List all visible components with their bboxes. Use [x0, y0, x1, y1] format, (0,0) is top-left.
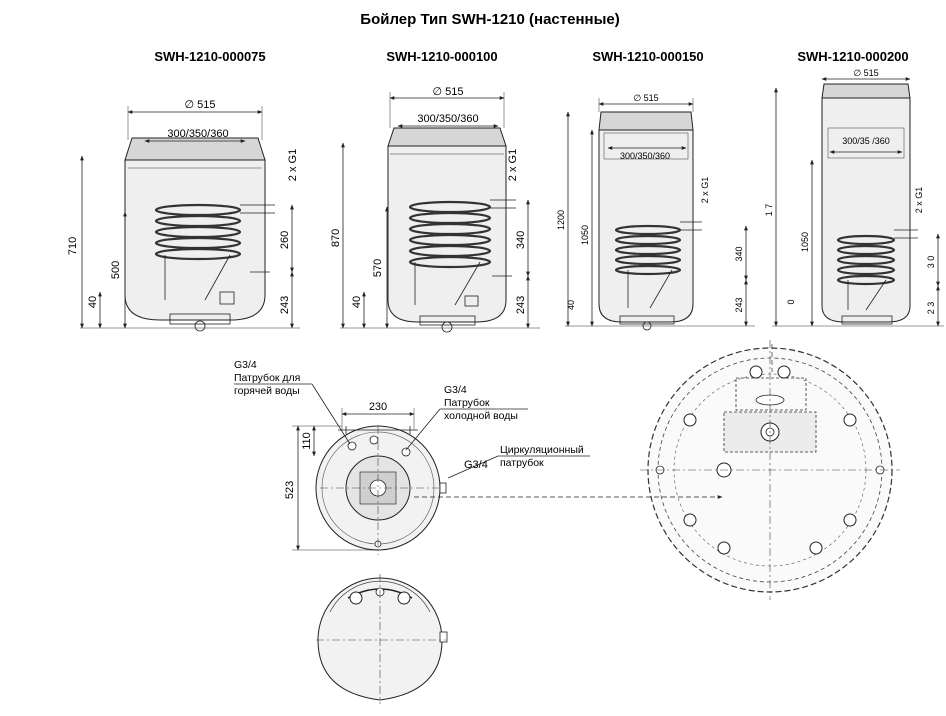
- tank-150-coil-height: 340: [734, 246, 744, 261]
- tank-75-span: 300/350/360: [167, 128, 228, 140]
- tank-200-bottom: 0: [786, 299, 796, 304]
- tank-75-bottom: 40: [87, 296, 99, 308]
- plan-view: 230 110 523 G3/4 Патрубок для горячей во…: [234, 359, 590, 555]
- circ-size: G3/4: [464, 459, 488, 471]
- circ-label-line2: патрубок: [500, 457, 544, 469]
- tank-100-height: 870: [330, 229, 342, 247]
- tank-100-diameter: ∅ 515: [433, 86, 464, 98]
- tank-100-bottom: 40: [351, 296, 363, 308]
- tank-75-coil-height: 260: [279, 231, 291, 249]
- tank-100-coil-low: 570: [372, 259, 384, 277]
- model-name-150: SWH-1210-000150: [592, 49, 703, 64]
- plan-depth: 523: [284, 481, 296, 499]
- coil-150: [614, 224, 682, 276]
- cold-label-line2: холодной воды: [444, 410, 518, 422]
- tank-75-diameter: ∅ 515: [185, 99, 216, 111]
- tank-200-drawing: [821, 83, 918, 325]
- tank-100-span: 300/350/360: [417, 113, 478, 125]
- model-name-100: SWH-1210-000100: [386, 49, 497, 64]
- bottom-view: [316, 574, 448, 704]
- tank-75-dimensions: ∅ 515 300/350/360 710 500 40 260 243 2 x…: [67, 99, 300, 329]
- coil-75: [154, 203, 242, 261]
- tank-100-connection: 2 x G1: [507, 149, 519, 181]
- tank-75-coil-low: 500: [110, 261, 122, 279]
- cold-label-line1: Патрубок: [444, 397, 490, 409]
- tank-150-connection: 2 x G1: [700, 177, 710, 204]
- tank-150-bottom: 40: [566, 300, 576, 310]
- tank-200-outlet: 2 3: [926, 302, 936, 315]
- tank-75-drawing: [124, 137, 275, 332]
- tank-200-span: 300/35 /360: [842, 136, 890, 146]
- tank-200-coil-height: 3 0: [926, 256, 936, 269]
- tank-200-dimensions: ∅ 515 300/35 /360 1 7 1050 0 3 0 2 3 2 x…: [764, 68, 944, 327]
- tank-100-coil-height: 340: [515, 231, 527, 249]
- tank-200-height: 1 7: [764, 204, 774, 217]
- tank-150-dimensions: ∅ 515 300/350/360 1200 1050 40 340 243 2…: [556, 93, 755, 327]
- plan-width: 230: [369, 401, 387, 413]
- detail-view: [640, 340, 900, 600]
- tank-150-coil-low: 1050: [580, 225, 590, 245]
- tank-200-diameter: ∅ 515: [853, 68, 878, 78]
- tank-75-height: 710: [67, 237, 79, 255]
- tank-75-outlet: 243: [279, 296, 291, 314]
- tank-200-connection: 2 x G1: [914, 187, 924, 214]
- tank-150-span: 300/350/360: [620, 151, 670, 161]
- tank-100-outlet: 243: [515, 296, 527, 314]
- plan-offset: 110: [301, 432, 313, 450]
- hot-label-line1: Патрубок для: [234, 372, 300, 384]
- tank-150-height: 1200: [556, 210, 566, 230]
- coil-100: [408, 200, 492, 269]
- tank-150-diameter: ∅ 515: [633, 93, 658, 103]
- cold-size: G3/4: [444, 384, 467, 396]
- tank-100-dimensions: ∅ 515 300/350/360 870 570 40 340 243 2 x…: [330, 86, 540, 329]
- tank-200-coil-low: 1050: [800, 232, 810, 252]
- model-name-75: SWH-1210-000075: [154, 49, 265, 64]
- hot-label-line2: горячей воды: [234, 385, 300, 397]
- coil-200: [836, 234, 896, 286]
- tank-75-connection: 2 x G1: [287, 149, 299, 181]
- tank-150-drawing: [598, 111, 702, 331]
- model-name-200: SWH-1210-000200: [797, 49, 908, 64]
- tank-150-outlet: 243: [734, 297, 744, 312]
- hot-size: G3/4: [234, 359, 257, 371]
- circ-label-line1: Циркуляционный: [500, 444, 584, 456]
- tank-100-drawing: [387, 127, 516, 333]
- page-title: Бойлер Тип SWH-1210 (настенные): [360, 11, 619, 28]
